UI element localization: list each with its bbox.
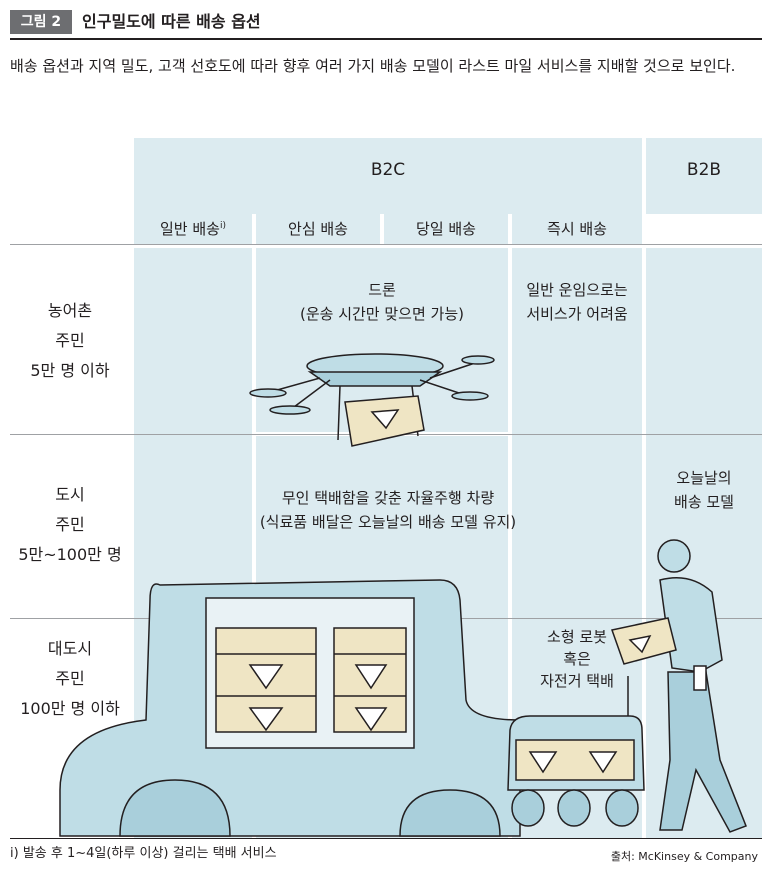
header-b2b-cell	[646, 138, 762, 214]
row-label-line: 5만~100만 명	[18, 545, 122, 564]
drone-text-line: 드론	[368, 281, 396, 299]
autonomous-vehicle-text: 무인 택배함을 갖춘 자율주행 차량 (식료품 배달은 오늘날의 배송 모델 유…	[134, 486, 642, 534]
delivery-robot-illustration	[507, 676, 645, 827]
sub-header-secure: 안심 배송	[288, 220, 348, 238]
drone-text-line: (운송 시간만 맞으면 가능)	[299, 305, 464, 323]
footnote-mark: i)	[219, 221, 226, 231]
drone-text: 드론 (운송 시간만 맞으면 가능)	[256, 278, 508, 326]
sub-header-sameday: 당일 배송	[416, 220, 476, 238]
row-label-line: 5만 명 이하	[30, 361, 110, 380]
autonomous-vehicle-illustration	[59, 579, 521, 837]
row-label-line: 주민	[55, 669, 85, 688]
av-text-line: 무인 택배함을 갖춘 자율주행 차량	[281, 489, 495, 507]
sub-cell-1	[134, 214, 252, 244]
av-text-line: (식료품 배달은 오늘날의 배송 모델 유지)	[259, 513, 517, 531]
row-divider	[10, 244, 762, 245]
header-b2c: B2C	[370, 160, 406, 180]
sub-header-standard: 일반 배송i)	[160, 220, 226, 238]
robot-courier-text: 소형 로봇 혹은 자전거 택배	[512, 626, 642, 692]
sub-cell-3	[384, 214, 508, 244]
row-label-line: 주민	[55, 515, 85, 534]
row-label-line: 도시	[55, 485, 85, 504]
header-b2c-cell	[134, 138, 642, 214]
b2b-text-line: 배송 모델	[674, 493, 734, 511]
robot-text-line: 소형 로봇	[547, 628, 607, 646]
figure-title: 인구밀도에 따른 배송 옵션	[82, 12, 261, 31]
b2b-text-line: 오늘날의	[676, 469, 732, 487]
figure-description: 배송 옵션과 지역 밀도, 고객 선호도에 따라 향후 여러 가지 배송 모델이…	[10, 57, 736, 75]
row-label-line: 농어촌	[47, 301, 93, 320]
source-note: 출처: McKinsey & Company	[610, 850, 758, 863]
row-label-rural: 농어촌 주민 5만 명 이하	[10, 296, 130, 386]
sub-header-instant: 즉시 배송	[547, 220, 607, 238]
instant-text-line: 일반 운임으로는	[526, 281, 628, 299]
row-label-line: 100만 명 이하	[20, 699, 120, 718]
instant-text-line: 서비스가 어려움	[526, 305, 628, 323]
row-label-line: 주민	[55, 331, 85, 350]
row-label-line: 대도시	[47, 639, 93, 658]
b2b-text: 오늘날의 배송 모델	[646, 466, 762, 514]
courier-illustration	[611, 539, 747, 833]
robot-text-line: 자전거 택배	[540, 672, 614, 690]
sub-cell-4	[512, 214, 642, 244]
row-label-city: 도시 주민 5만~100만 명	[10, 480, 130, 570]
row-label-metro: 대도시 주민 100만 명 이하	[10, 634, 130, 724]
instant-rural-text: 일반 운임으로는 서비스가 어려움	[512, 278, 642, 326]
sub-cell-2	[256, 214, 380, 244]
table-bottom-rule	[10, 838, 762, 839]
header-b2b: B2B	[686, 160, 722, 180]
figure-badge: 그림 2	[10, 10, 72, 34]
robot-text-line: 혹은	[563, 650, 591, 668]
title-rule	[10, 38, 762, 40]
drone-illustration	[249, 353, 495, 447]
footnote: i) 발송 후 1~4일(하루 이상) 걸리는 택배 서비스	[10, 846, 277, 861]
